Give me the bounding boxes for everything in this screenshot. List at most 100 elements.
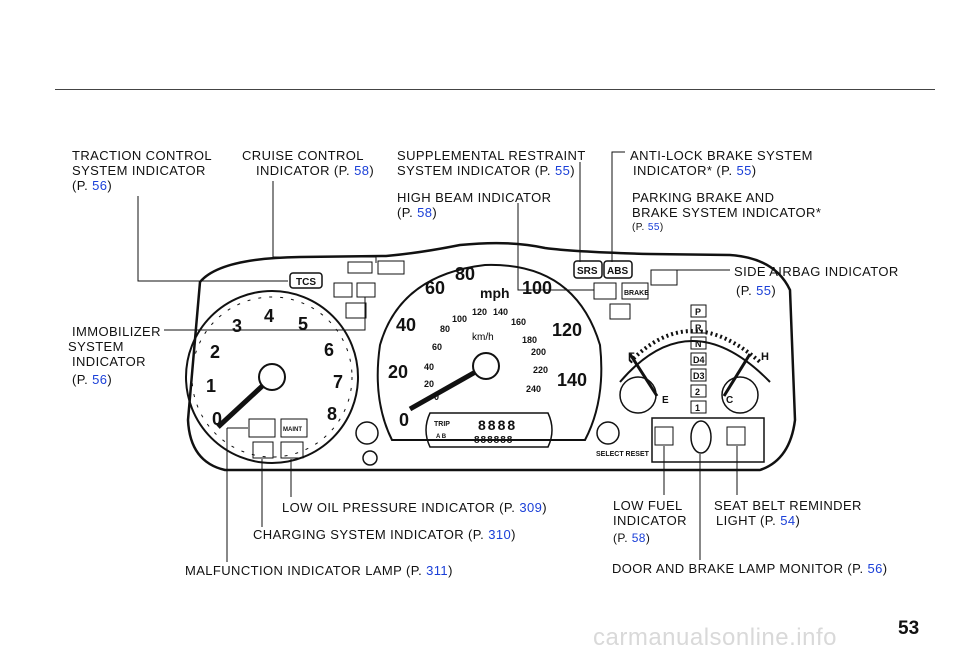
label-ref-prefix: INDICATOR* (P. xyxy=(633,163,737,178)
odometer-top: 8888 xyxy=(478,417,517,433)
left-knob xyxy=(355,421,379,445)
page-link[interactable]: 56 xyxy=(867,561,883,576)
speed-numeral: 80 xyxy=(455,264,475,284)
label-ref-suffix: ) xyxy=(570,163,575,178)
label-page-ref: (P. 55) xyxy=(632,220,821,235)
gear-letter: D3 xyxy=(693,371,705,381)
label-ref-suffix: ) xyxy=(645,531,651,545)
page-link[interactable]: 311 xyxy=(426,563,449,578)
brake-lamp xyxy=(621,282,649,300)
fuel-needle xyxy=(628,353,659,397)
kmh-numeral: 0 xyxy=(434,392,439,402)
label-line: BRAKE SYSTEM INDICATOR* xyxy=(632,205,822,220)
side-airbag-lamp xyxy=(650,269,678,286)
turn-left-lamp xyxy=(345,302,367,319)
tach-numeral: 0 xyxy=(212,409,222,429)
speedometer-hub xyxy=(472,352,500,380)
fuel-empty: E xyxy=(662,395,669,406)
label-page-ref: LIGHT (P. 54) xyxy=(714,513,862,528)
label-ref-suffix: ) xyxy=(795,513,801,528)
tachometer-ticks xyxy=(191,296,353,458)
page-link[interactable]: 55 xyxy=(736,163,752,178)
page-link[interactable]: 58 xyxy=(631,531,646,545)
srs-lamp xyxy=(573,260,603,279)
label-malfunction: MALFUNCTION INDICATOR LAMP (P. 311) xyxy=(185,563,453,578)
gear-box-r xyxy=(690,320,707,334)
temp-cold: C xyxy=(726,395,733,406)
turn-right-lamp xyxy=(609,303,631,320)
odometer-window xyxy=(425,412,553,448)
temp-hot: H xyxy=(761,351,769,363)
page-link[interactable]: 56 xyxy=(92,372,108,387)
select-reset: SELECT RESET xyxy=(596,451,650,458)
label-ref-prefix: INDICATOR (P. xyxy=(256,163,355,178)
tach-numeral: 7 xyxy=(333,372,343,392)
door-monitor-lamp xyxy=(690,420,712,454)
blank-lamp xyxy=(347,261,373,274)
abs-lamp xyxy=(603,260,633,279)
temp-hub xyxy=(721,376,759,414)
page-link[interactable]: 58 xyxy=(354,163,370,178)
label-cruise-control: CRUISE CONTROL INDICATOR (P. 58) xyxy=(242,148,374,178)
label-line: SIDE AIRBAG INDICATOR xyxy=(734,264,899,279)
kmh-numeral: 80 xyxy=(440,324,450,334)
tach-numeral: 1 xyxy=(206,376,216,396)
page-link[interactable]: 55 xyxy=(756,283,772,298)
speed-numeral: 60 xyxy=(425,278,445,298)
maint-lamp xyxy=(280,418,308,438)
kmh-numeral: 200 xyxy=(531,347,546,357)
seat-belt-lamp xyxy=(726,426,746,446)
page-link[interactable]: 55 xyxy=(554,163,571,178)
label-ref-suffix: ) xyxy=(432,205,438,220)
label-seat-belt: SEAT BELT REMINDER LIGHT (P. 54) xyxy=(714,498,862,528)
label-line: PARKING BRAKE AND xyxy=(632,190,775,205)
label-door-monitor: DOOR AND BRAKE LAMP MONITOR (P. 56) xyxy=(612,561,888,576)
kmh-numeral: 60 xyxy=(432,342,442,352)
kmh-numeral: 20 xyxy=(424,379,434,389)
page-link[interactable]: 56 xyxy=(92,178,108,193)
brake-text: BRAKE xyxy=(624,290,649,297)
gear-letter: N xyxy=(695,339,702,349)
cluster-outline xyxy=(186,241,797,472)
dimmer-knob xyxy=(362,450,378,466)
trip-text: TRIP xyxy=(434,421,450,428)
label-line: SEAT BELT REMINDER xyxy=(714,498,862,513)
tachometer-dial xyxy=(185,290,359,464)
cruise-lamp xyxy=(377,260,405,275)
right-knob xyxy=(596,421,620,445)
page-link[interactable]: 309 xyxy=(519,500,543,515)
page-link[interactable]: 54 xyxy=(780,513,796,528)
gear-letter: R xyxy=(695,323,702,333)
lower-indicator-strip xyxy=(651,417,765,463)
kmh-numeral: 140 xyxy=(493,307,508,317)
leader-lines xyxy=(137,151,738,562)
label-ref-prefix: LIGHT (P. xyxy=(716,513,781,528)
kmh-numeral: 100 xyxy=(452,314,467,324)
speed-numeral: 0 xyxy=(399,410,409,430)
label-ref-prefix: CHARGING SYSTEM INDICATOR (P. xyxy=(253,527,489,542)
gear-letter: 2 xyxy=(695,387,700,397)
label-ref-prefix: (P. xyxy=(397,205,418,220)
kmh-numeral: 160 xyxy=(511,317,526,327)
kmh-unit: km/h xyxy=(472,332,494,343)
immobilizer-lamp xyxy=(356,282,376,298)
label-ref-suffix: ) xyxy=(542,500,547,515)
label-line: ANTI-LOCK BRAKE SYSTEM xyxy=(630,148,813,163)
label-low-oil: LOW OIL PRESSURE INDICATOR (P. 309) xyxy=(282,500,547,515)
label-page-ref: (P. 58) xyxy=(613,531,687,546)
tach-numeral: 8 xyxy=(327,404,337,424)
page-link[interactable]: 55 xyxy=(647,222,660,233)
label-page-ref: INDICATOR (P. 58) xyxy=(242,163,374,178)
gear-box-p xyxy=(690,304,707,318)
label-ref-suffix: ) xyxy=(882,561,888,576)
page-link[interactable]: 58 xyxy=(417,205,433,220)
temp-needle xyxy=(722,353,752,397)
page-link[interactable]: 310 xyxy=(488,527,512,542)
label-ref-prefix: (P. xyxy=(72,372,93,387)
label-ref-prefix: (P. xyxy=(736,283,757,298)
label-page-ref: (P. 55) xyxy=(734,283,899,298)
